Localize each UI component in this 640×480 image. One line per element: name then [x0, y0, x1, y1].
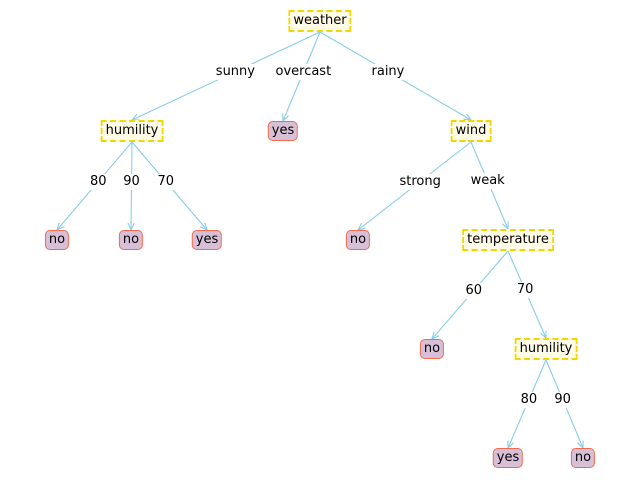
edge-label-humility1-to-no_h90: 90: [123, 173, 140, 190]
edge-label-humility2-to-no_h2_90: 90: [554, 391, 571, 408]
leaf-node-no_h80: no: [44, 230, 70, 250]
edge-label-humility1-to-yes_h70: 70: [157, 173, 175, 190]
leaf-node-yes_overcast: yes: [267, 121, 299, 141]
edge-label-humility1-to-no_h80: 80: [89, 173, 107, 190]
decision-node-weather: weather: [288, 10, 352, 32]
edge-label-wind-to-temperature: weak: [470, 173, 505, 190]
edge-label-weather-to-yes_overcast: overcast: [275, 64, 332, 81]
edge-label-wind-to-no_strong: strong: [399, 173, 441, 190]
decision-node-humility1: humility: [100, 120, 164, 142]
leaf-node-yes_h2_80: yes: [492, 448, 524, 468]
decision-node-humility2: humility: [514, 338, 578, 360]
edge-label-temperature-to-humility2: 70: [516, 282, 534, 299]
leaf-node-no_h2_90: no: [570, 448, 596, 468]
leaf-node-no_h90: no: [118, 230, 144, 250]
edge-label-weather-to-humility1: sunny: [215, 63, 255, 80]
leaf-node-no_strong: no: [345, 230, 371, 250]
edge-label-temperature-to-no_t60: 60: [465, 282, 483, 299]
edge-label-weather-to-wind: rainy: [371, 63, 405, 80]
decision-node-temperature: temperature: [462, 229, 554, 251]
edge-label-humility2-to-yes_h2_80: 80: [520, 391, 538, 408]
decision-node-wind: wind: [450, 120, 492, 142]
leaf-node-no_t60: no: [419, 339, 445, 359]
leaf-node-yes_h70: yes: [191, 230, 223, 250]
